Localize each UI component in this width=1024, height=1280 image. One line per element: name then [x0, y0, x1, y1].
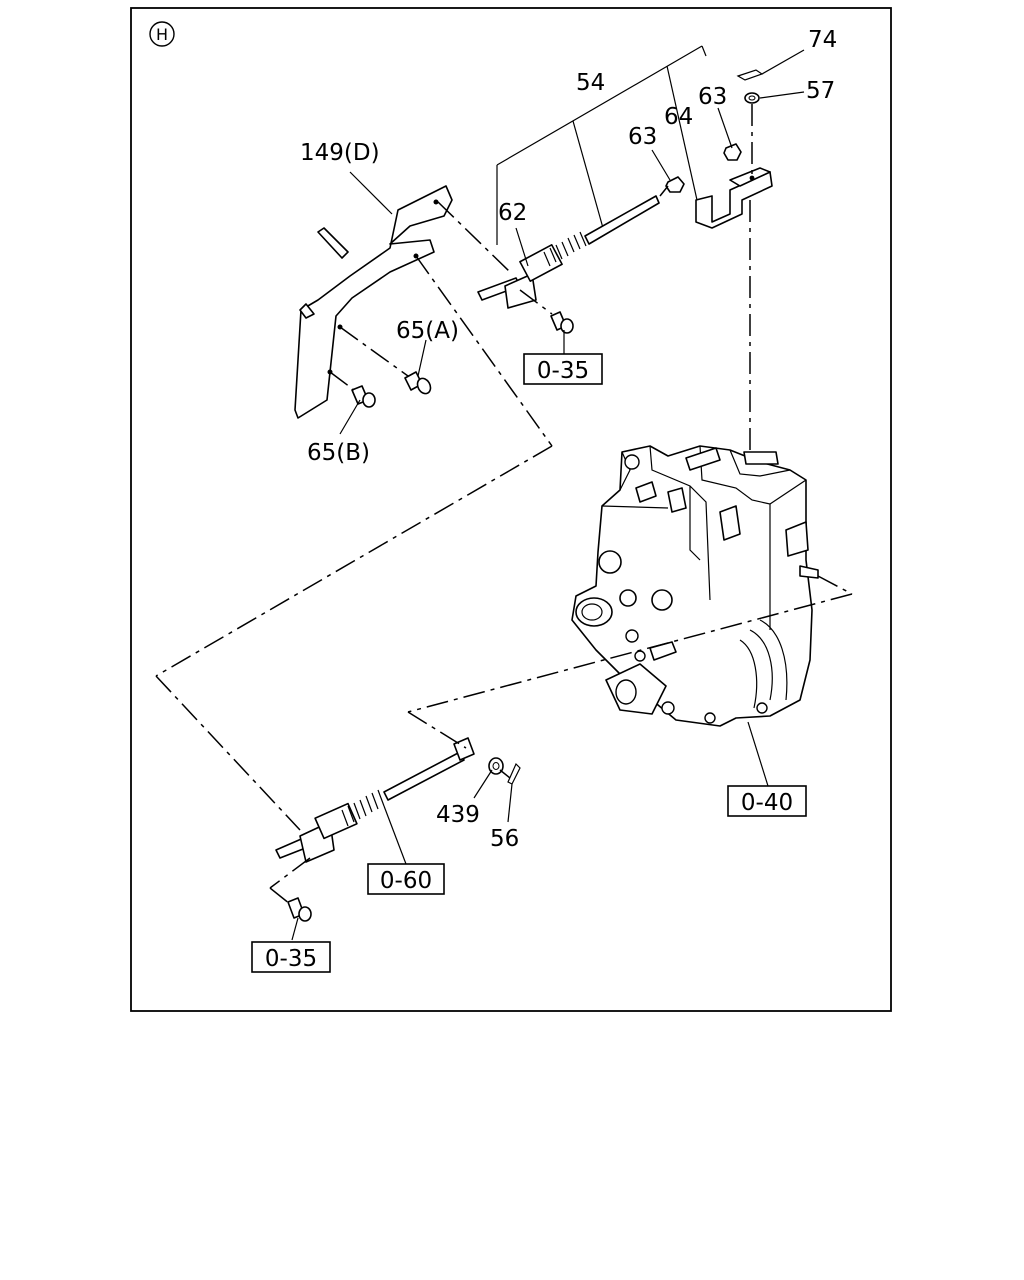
section-mark: H — [149, 21, 175, 47]
bracket-149d — [294, 185, 453, 419]
washer-57 — [744, 92, 760, 104]
label-57: 57 — [806, 78, 835, 104]
ref-box-0-35-lower: 0-35 — [251, 941, 331, 973]
svg-text:0-40: 0-40 — [741, 790, 793, 816]
bolt-lower-0-35 — [287, 897, 312, 922]
label-54: 54 — [576, 70, 605, 96]
bolt-upper-0-35 — [550, 311, 574, 334]
label-65b: 65(B) — [307, 440, 370, 466]
diagram-frame — [130, 7, 892, 1012]
ref-box-0-60: 0-60 — [367, 863, 445, 895]
phantom-lines — [155, 104, 853, 905]
transmission-housing — [571, 445, 819, 727]
label-65a: 65(A) — [396, 318, 459, 344]
pin-56 — [507, 762, 521, 785]
label-74: 74 — [808, 27, 837, 53]
label-56: 56 — [490, 826, 519, 852]
label-149d: 149(D) — [300, 140, 380, 166]
bolt-65b — [351, 385, 376, 408]
label-439: 439 — [436, 802, 480, 828]
svg-text:0-35: 0-35 — [537, 358, 589, 384]
label-62: 62 — [498, 200, 527, 226]
label-63-lower: 63 — [628, 124, 657, 150]
leader-lines — [291, 49, 805, 941]
svg-text:H: H — [156, 25, 168, 44]
bolt-65a — [404, 371, 432, 395]
lower-cable — [275, 737, 475, 863]
upper-cable-54 — [477, 195, 660, 309]
ref-box-0-35-upper: 0-35 — [523, 353, 603, 385]
label-63-upper: 63 — [698, 84, 727, 110]
bracket-64 — [695, 167, 773, 229]
clip-74 — [736, 69, 764, 81]
svg-text:0-35: 0-35 — [265, 946, 317, 972]
label-64: 64 — [664, 104, 693, 130]
washer-439 — [488, 757, 504, 775]
ref-box-0-40: 0-40 — [727, 785, 807, 817]
svg-text:0-60: 0-60 — [380, 868, 432, 894]
label-bracket-54 — [496, 45, 707, 245]
nut-63-upper — [723, 143, 742, 161]
nut-63-lower — [665, 176, 685, 193]
